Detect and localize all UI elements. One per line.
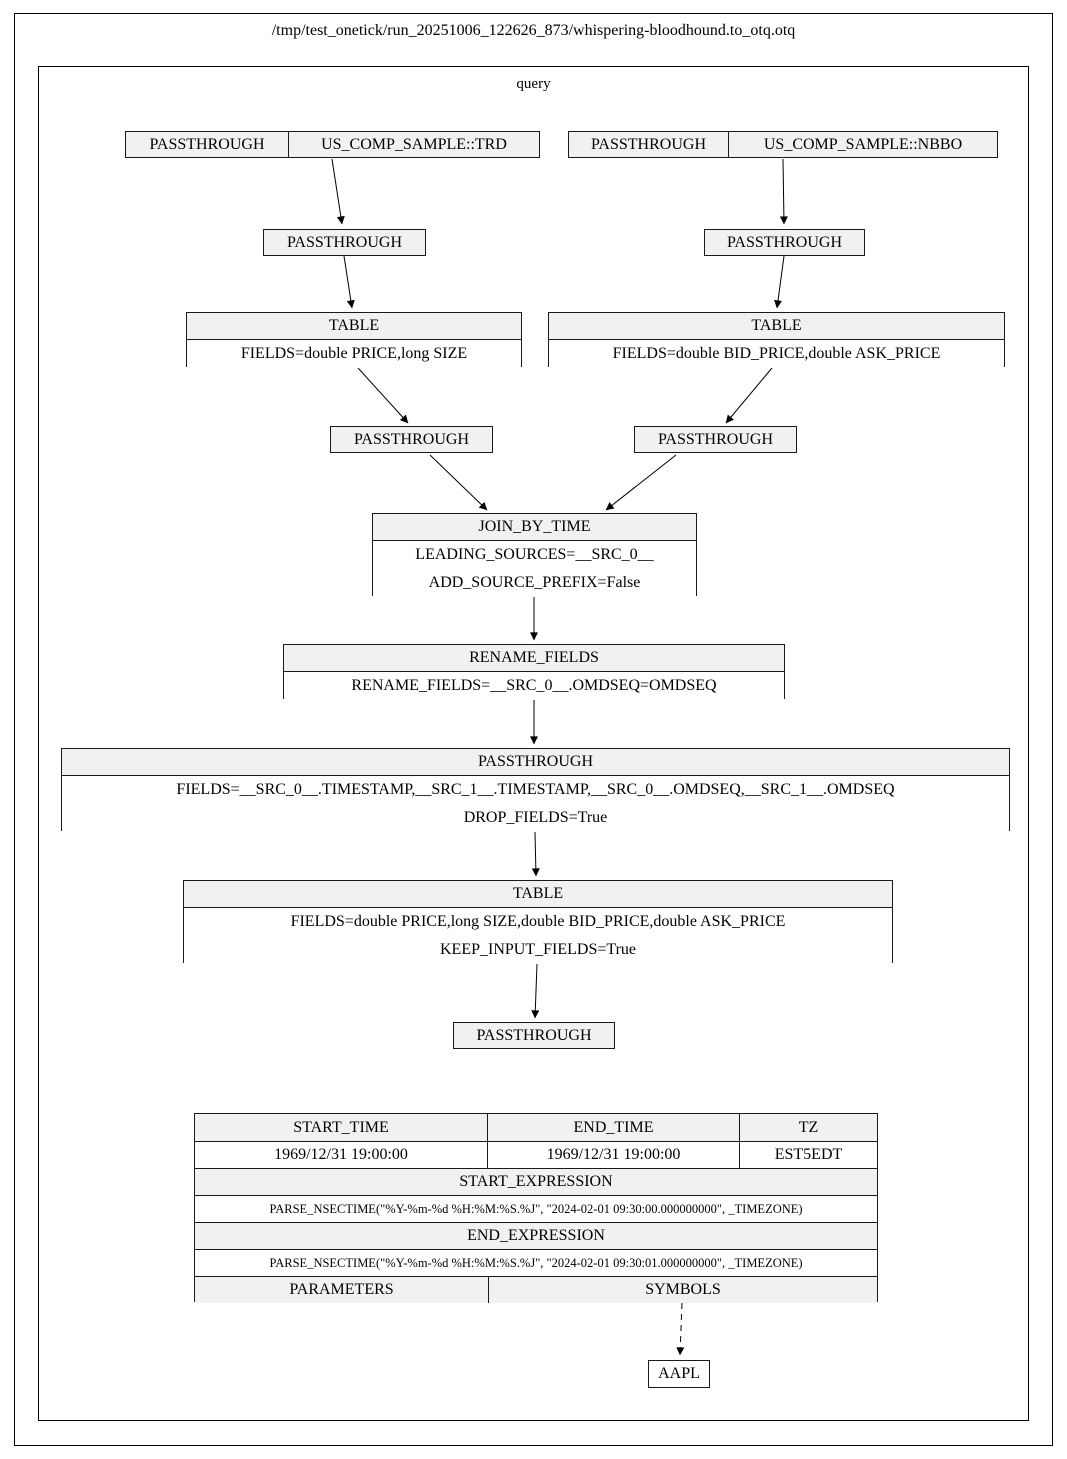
source-trd-ep-label: PASSTHROUGH	[126, 132, 288, 157]
table-final-title: TABLE	[184, 881, 892, 908]
source-nbbo-ep-label: PASSTHROUGH	[569, 132, 728, 157]
start-expression-header-row: START_EXPRESSION	[195, 1168, 877, 1195]
end-time-value: 1969/12/31 19:00:00	[487, 1142, 739, 1168]
node-join-by-time: JOIN_BY_TIME LEADING_SOURCES=__SRC_0__ A…	[372, 513, 697, 597]
start-time-header: START_TIME	[293, 1118, 389, 1136]
table-nbbo-title: TABLE	[549, 313, 1004, 340]
start-time-value: 1969/12/31 19:00:00	[274, 1146, 408, 1163]
end-expression-header: END_EXPRESSION	[467, 1227, 605, 1244]
node-rename-fields: RENAME_FIELDS RENAME_FIELDS=__SRC_0__.OM…	[283, 644, 785, 700]
node-passthrough-trd-1: PASSTHROUGH	[263, 229, 426, 256]
tz-header: TZ	[739, 1114, 877, 1141]
end-time-header: END_TIME	[487, 1114, 739, 1141]
node-passthrough-nbbo-2: PASSTHROUGH	[634, 426, 797, 453]
parameters-symbols-row: PARAMETERS SYMBOLS	[195, 1276, 877, 1303]
table-nbbo-fields-param: FIELDS=double BID_PRICE,double ASK_PRICE	[549, 340, 1004, 368]
symbols-header: SYMBOLS	[488, 1277, 877, 1303]
query-info-table: START_TIME END_TIME TZ 1969/12/31 19:00:…	[194, 1113, 878, 1303]
node-source-nbbo: PASSTHROUGH US_COMP_SAMPLE::NBBO	[568, 131, 998, 158]
rename-fields-title: RENAME_FIELDS	[284, 645, 784, 672]
node-passthrough-fields: PASSTHROUGH FIELDS=__SRC_0__.TIMESTAMP,_…	[61, 748, 1010, 832]
query-cluster-label: query	[516, 76, 551, 92]
join-leading-sources-param: LEADING_SOURCES=__SRC_0__	[373, 541, 696, 569]
tz-value: EST5EDT	[739, 1142, 877, 1168]
table-final-keep-input-param: KEEP_INPUT_FIELDS=True	[184, 936, 892, 964]
passthrough-drop-fields-param: DROP_FIELDS=True	[62, 804, 1009, 832]
node-symbol-aapl: AAPL	[648, 1360, 710, 1388]
table-final-fields-param: FIELDS=double PRICE,long SIZE,double BID…	[184, 908, 892, 936]
start-expression-row: PARSE_NSECTIME("%Y-%m-%d %H:%M:%S.%J", "…	[195, 1195, 877, 1222]
start-expression-header: START_EXPRESSION	[459, 1173, 613, 1190]
end-expression-row: PARSE_NSECTIME("%Y-%m-%d %H:%M:%S.%J", "…	[195, 1249, 877, 1276]
end-expression-value: PARSE_NSECTIME("%Y-%m-%d %H:%M:%S.%J", "…	[269, 1255, 803, 1270]
query-info-values-row: 1969/12/31 19:00:00 1969/12/31 19:00:00 …	[195, 1141, 877, 1168]
query-info-header-row: START_TIME END_TIME TZ	[195, 1114, 877, 1141]
node-table-trd: TABLE FIELDS=double PRICE,long SIZE	[186, 312, 522, 368]
file-path-title: /tmp/test_onetick/run_20251006_122626_87…	[271, 22, 796, 39]
table-trd-title: TABLE	[187, 313, 521, 340]
node-table-final: TABLE FIELDS=double PRICE,long SIZE,doub…	[183, 880, 893, 964]
source-trd-database-label: US_COMP_SAMPLE::TRD	[288, 132, 539, 157]
node-passthrough-trd-2: PASSTHROUGH	[330, 426, 493, 453]
node-table-nbbo: TABLE FIELDS=double BID_PRICE,double ASK…	[548, 312, 1005, 368]
table-trd-fields-param: FIELDS=double PRICE,long SIZE	[187, 340, 521, 368]
start-expression-value: PARSE_NSECTIME("%Y-%m-%d %H:%M:%S.%J", "…	[269, 1201, 803, 1216]
join-add-source-prefix-param: ADD_SOURCE_PREFIX=False	[373, 569, 696, 597]
node-passthrough-nbbo-1: PASSTHROUGH	[704, 229, 865, 256]
source-nbbo-database-label: US_COMP_SAMPLE::NBBO	[728, 132, 997, 157]
parameters-header: PARAMETERS	[289, 1281, 394, 1298]
node-source-trd: PASSTHROUGH US_COMP_SAMPLE::TRD	[125, 131, 540, 158]
passthrough-fields-param: FIELDS=__SRC_0__.TIMESTAMP,__SRC_1__.TIM…	[62, 776, 1009, 804]
end-expression-header-row: END_EXPRESSION	[195, 1222, 877, 1249]
node-passthrough-final: PASSTHROUGH	[453, 1022, 615, 1049]
passthrough-fields-title: PASSTHROUGH	[62, 749, 1009, 776]
join-by-time-title: JOIN_BY_TIME	[373, 514, 696, 541]
rename-fields-param: RENAME_FIELDS=__SRC_0__.OMDSEQ=OMDSEQ	[284, 672, 784, 700]
query-cluster-frame	[38, 66, 1029, 1421]
outer-frame	[14, 13, 1053, 1446]
